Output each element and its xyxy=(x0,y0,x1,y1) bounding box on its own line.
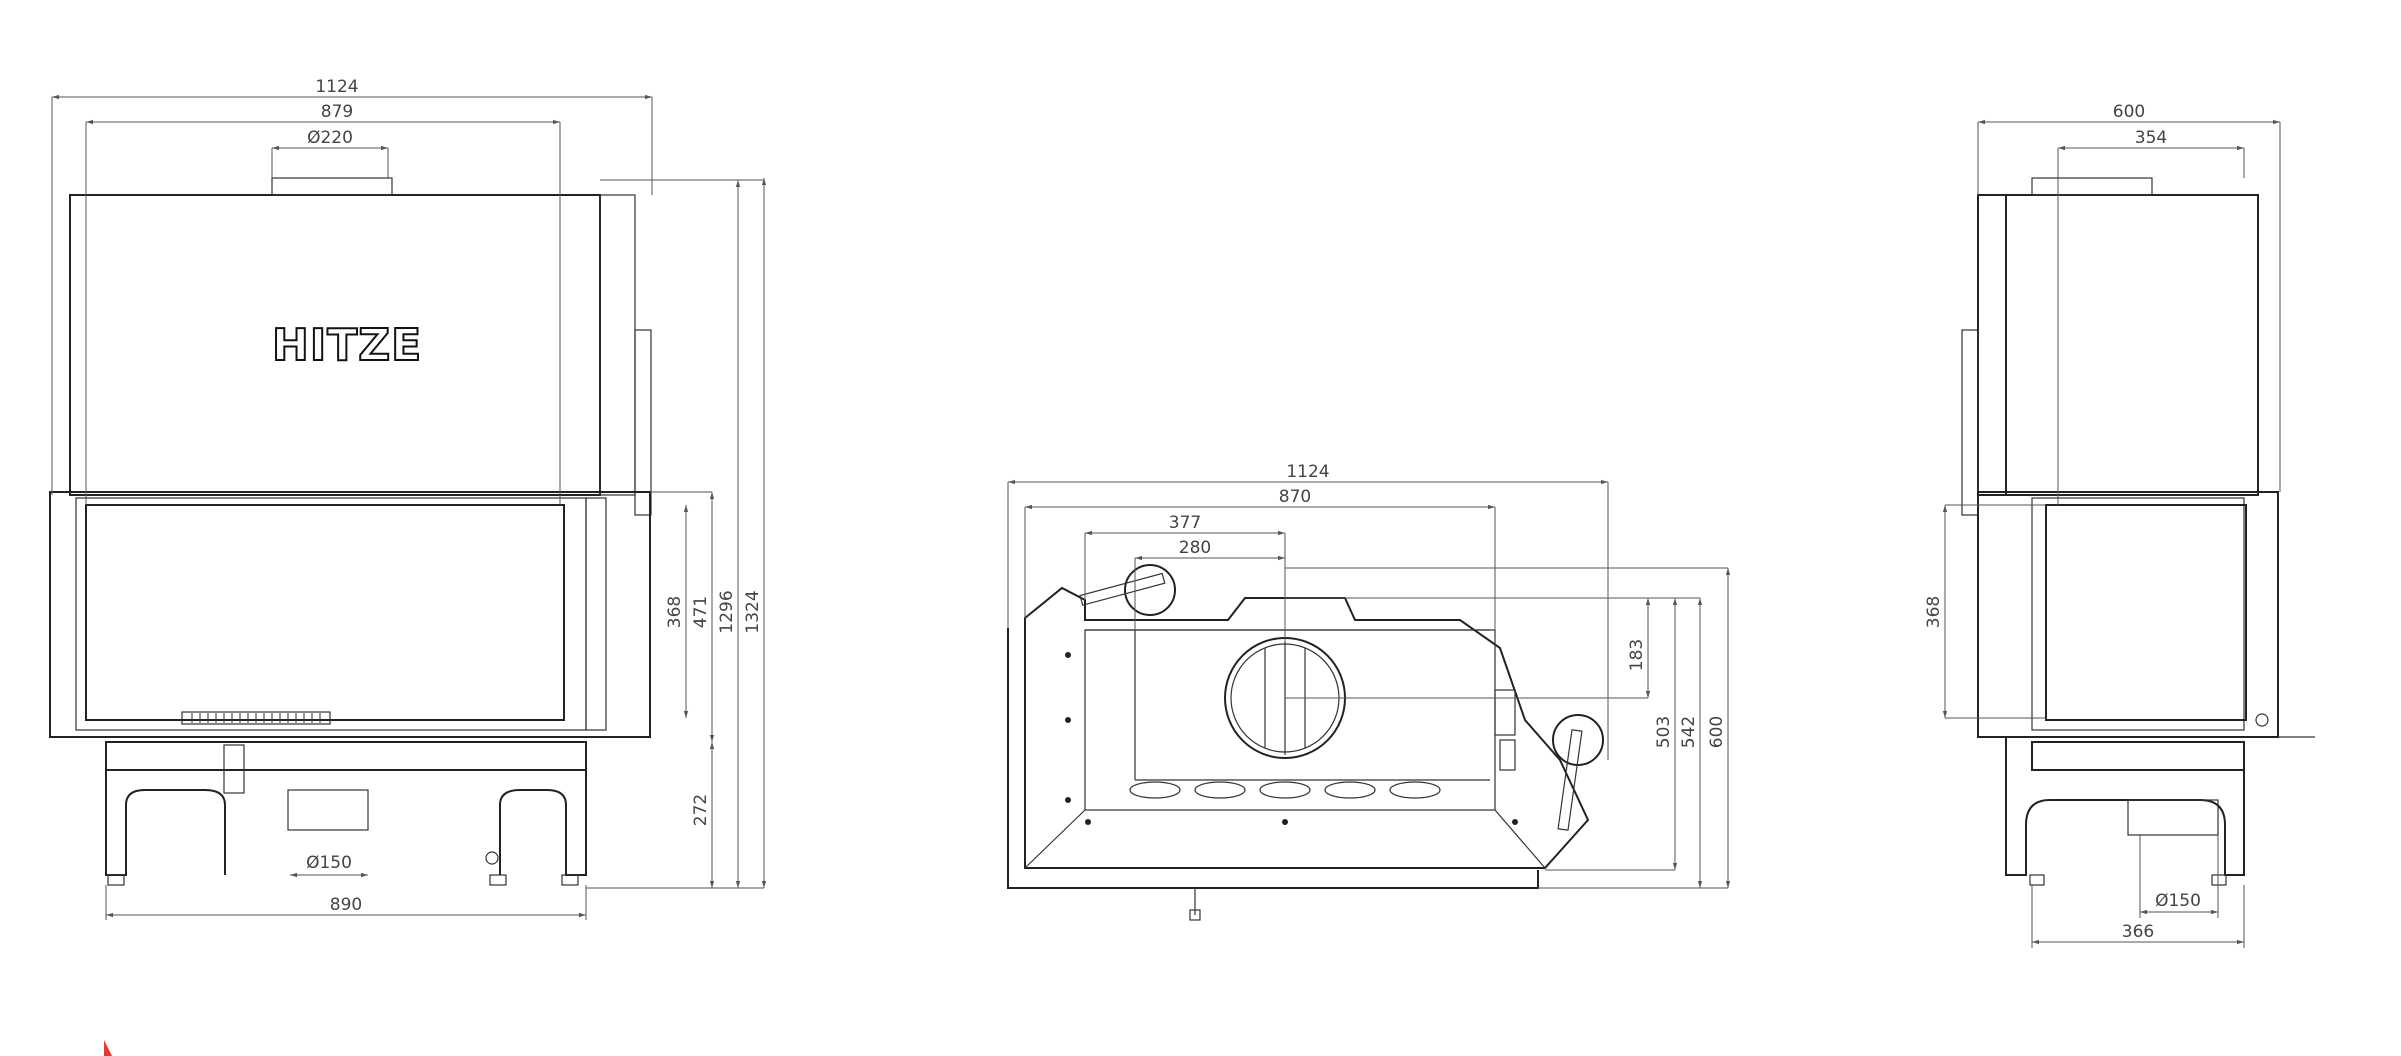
front-base-width: 890 xyxy=(330,895,362,915)
hitze-logo: HITZE xyxy=(271,319,422,372)
side-width-inner: 354 xyxy=(2135,128,2167,148)
top-depth-flue: 183 xyxy=(1627,639,1647,671)
front-air-inlet-diameter: Ø150 xyxy=(306,853,352,873)
front-view: HITZE 1124 87 xyxy=(49,77,767,920)
side-height-glass: 368 xyxy=(1924,596,1944,628)
front-width-inner: 879 xyxy=(321,102,353,122)
top-width-overall: 1124 xyxy=(1286,462,1329,482)
side-width-overall: 600 xyxy=(2113,102,2145,122)
top-width-inner: 870 xyxy=(1279,487,1311,507)
top-depth-2: 542 xyxy=(1679,716,1699,748)
front-height-door: 471 xyxy=(691,596,711,628)
side-view: 600 354 368 Ø150 366 xyxy=(1924,102,2315,948)
corner-mark xyxy=(104,1040,112,1056)
svg-text:HITZE: HITZE xyxy=(272,320,422,371)
front-height-leg: 272 xyxy=(691,794,711,826)
side-air-inlet-diameter: Ø150 xyxy=(2155,891,2201,911)
front-width-overall: 1124 xyxy=(315,77,358,97)
top-view: 1124 870 377 280 183 503 542 600 xyxy=(1007,462,1731,921)
front-height-overall: 1324 xyxy=(743,590,763,633)
front-height-total: 1296 xyxy=(717,590,737,633)
top-offset-2: 280 xyxy=(1179,538,1211,558)
front-flue-diameter: Ø220 xyxy=(307,128,353,148)
top-depth-overall: 600 xyxy=(1707,716,1727,748)
front-height-glass: 368 xyxy=(665,596,685,628)
side-base-width: 366 xyxy=(2122,922,2154,942)
top-offset-1: 377 xyxy=(1169,513,1201,533)
top-depth-1: 503 xyxy=(1654,716,1674,748)
